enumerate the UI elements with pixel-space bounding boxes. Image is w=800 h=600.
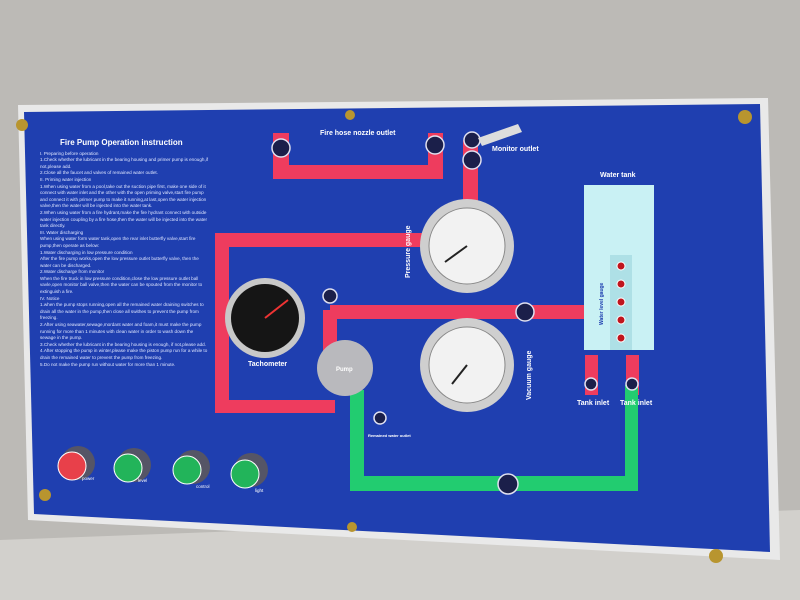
instruction-line: 1.when the pump stops running,open all t… <box>40 302 204 321</box>
button-label: level <box>138 478 147 483</box>
valve-icon <box>462 150 482 170</box>
vacuum-gauge-label: Vacuum gauge <box>526 350 533 400</box>
instruction-line: When using water form water tank,open th… <box>40 236 196 248</box>
level-lights <box>616 261 626 343</box>
instruction-line: 3.Check whether the lubricant in the bea… <box>40 341 206 347</box>
button-label: power <box>82 476 95 481</box>
instruction-line: 2.After using seawater,sewage,mordant wa… <box>40 322 202 341</box>
instruction-line: 5.Do not make the pump run without water… <box>40 361 176 367</box>
tachometer-gauge <box>225 278 305 358</box>
monitor-outlet-label: Monitor outlet <box>492 146 539 153</box>
instruction-line: II. Priming water injection <box>40 176 92 182</box>
remained-water-valve-icon <box>373 411 387 425</box>
power-button[interactable]: power <box>57 446 95 481</box>
instruction-line: III. Water discharging <box>40 229 84 235</box>
instruction-line: 4.After stopping the pump in winter,plea… <box>40 348 208 360</box>
instruction-line: 2.Water discharge from monitor <box>40 269 105 275</box>
valve-icon <box>463 131 481 149</box>
vacuum-gauge <box>420 318 514 412</box>
monitor-nozzle-icon <box>478 124 522 146</box>
level-light-icon <box>616 279 626 289</box>
light-button[interactable]: light <box>230 453 268 493</box>
instruction-line: IV. Notice <box>40 295 60 301</box>
tank-inlet-valve-icon <box>625 377 639 391</box>
instruction-line: I. Preparing before operation <box>40 150 99 156</box>
instruction-line: 2.When using water from a fire hydrant,m… <box>40 209 208 229</box>
instruction-line: 1.When using water from a pool,take out … <box>40 183 207 209</box>
butterfly-valve-icon <box>497 473 519 495</box>
valve-icon <box>425 135 445 155</box>
green-pipes <box>350 385 638 491</box>
level-light-icon <box>616 333 626 343</box>
tachometer-label: Tachometer <box>248 361 287 368</box>
instruction-line: 1.Check whether the lubricant in the bea… <box>40 157 209 169</box>
instruction-line: 2.Close all the faucet and valves of rem… <box>40 170 158 176</box>
valve-icon <box>322 288 338 304</box>
valve-icon <box>271 138 291 158</box>
tank-inlet-label: Tank inlet <box>620 400 653 407</box>
instruction-line: After the fire pump works,open the low p… <box>40 256 199 268</box>
butterfly-valve-icon <box>515 302 535 322</box>
instruction-line: When the fire truck in low pressure cond… <box>40 275 203 295</box>
pressure-gauge <box>420 199 514 293</box>
water-level-gauge-label: Water level gauge <box>599 282 605 325</box>
tank-inlet-valve-icon <box>584 377 598 391</box>
screws <box>16 110 752 563</box>
remained-water-outlet-label: Remained water outlet <box>368 433 411 438</box>
tank-inlet-label: Tank inlet <box>577 400 610 407</box>
water-tank-label: Water tank <box>600 172 636 179</box>
pump-label: Pump <box>336 367 353 373</box>
instruction-line: 1.Water discharging in low pressure cond… <box>40 249 133 255</box>
fire-hose-outlet-label: Fire hose nozzle outlet <box>320 130 396 137</box>
level-light-icon <box>616 297 626 307</box>
level-button[interactable]: level <box>113 448 151 483</box>
button-label: light <box>255 488 264 493</box>
pressure-gauge-label: Pressure gauge <box>405 225 412 278</box>
valves <box>271 131 639 495</box>
button-label: control <box>196 484 210 489</box>
level-light-icon <box>616 315 626 325</box>
level-light-icon <box>616 261 626 271</box>
operation-instructions: Fire Pump Operation instruction I. Prepa… <box>40 138 210 368</box>
pump-icon <box>317 340 373 396</box>
control-button[interactable]: control <box>172 450 210 489</box>
instructions-title: Fire Pump Operation instruction <box>60 138 183 147</box>
panel <box>24 104 770 552</box>
